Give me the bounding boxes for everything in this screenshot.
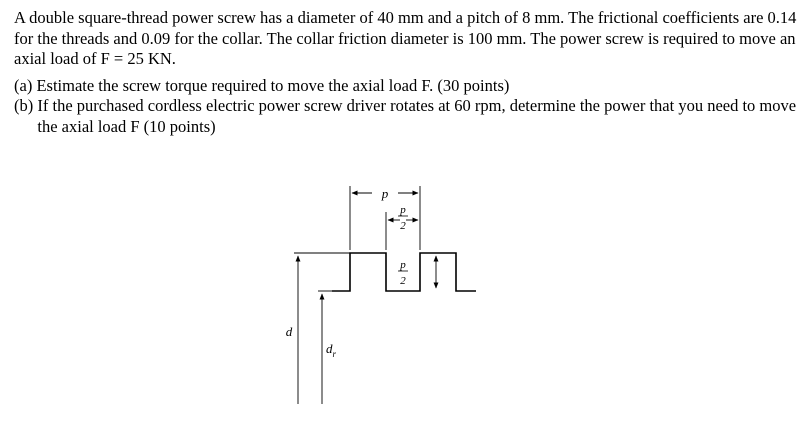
part-a-label: (a) bbox=[14, 75, 37, 95]
problem-parts: (a) Estimate the screw torque required t… bbox=[14, 76, 804, 138]
root-diameter-symbol: d bbox=[326, 341, 333, 356]
problem-statement: A double square-thread power screw has a… bbox=[14, 8, 804, 137]
part-b-text: If the purchased cordless electric power… bbox=[37, 96, 797, 136]
part-b-label: (b) bbox=[14, 96, 38, 115]
pitch-label: p bbox=[381, 186, 389, 201]
depth-numerator: p bbox=[399, 259, 406, 271]
part-b: (b) If the purchased cordless electric p… bbox=[14, 96, 804, 137]
half-pitch-numerator: p bbox=[399, 204, 406, 216]
thread-profile bbox=[332, 252, 476, 292]
root-diameter-label: dr bbox=[326, 341, 337, 359]
problem-intro: A double square-thread power screw has a… bbox=[14, 8, 797, 68]
depth-denominator: 2 bbox=[400, 275, 406, 287]
part-a: (a) Estimate the screw torque required t… bbox=[14, 76, 804, 97]
half-pitch-denominator: 2 bbox=[400, 220, 406, 232]
root-diameter-subscript: r bbox=[332, 349, 336, 359]
part-a-text: Estimate the screw torque required to mo… bbox=[36, 75, 510, 95]
major-diameter-label: d bbox=[286, 324, 293, 339]
